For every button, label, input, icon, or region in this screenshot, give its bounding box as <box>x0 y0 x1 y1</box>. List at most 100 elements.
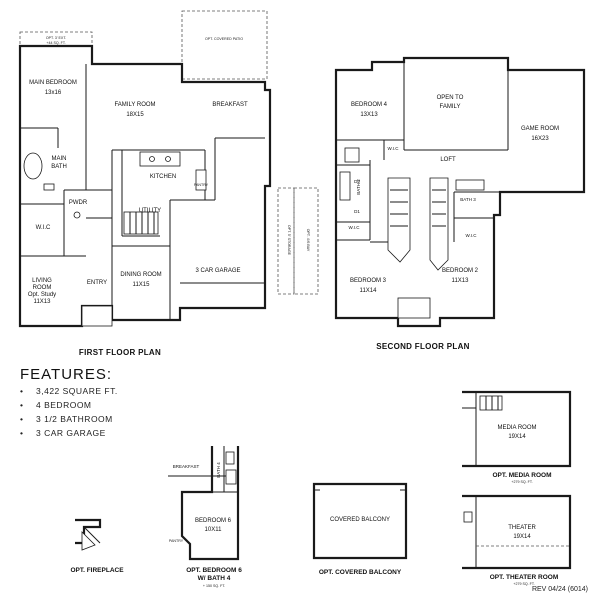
covered-balcony-label: COVERED BALCONY <box>330 517 390 523</box>
feature-item-text: 3 CAR GARAGE <box>36 428 106 438</box>
game-room-label: GAME ROOM <box>521 126 559 132</box>
second-floor-fixtures <box>339 147 485 319</box>
bath3-label: BATH 3 <box>460 197 476 202</box>
bedroom6-label: BEDROOM 6 <box>195 518 232 524</box>
theater-toilet-icon <box>463 511 473 523</box>
opt-ext-area: +44 SQ. FT. <box>46 41 65 45</box>
wic-label-a: W.I.C <box>388 146 400 151</box>
opt-media-room-caption: OPT. MEDIA ROOM <box>493 472 552 479</box>
dining-room-label: DINING ROOM <box>120 272 161 278</box>
d2-label: D2 <box>354 179 360 184</box>
opt-media-room-plan: MEDIA ROOM 19X14 OPT. MEDIA ROOM +279 SQ… <box>462 390 572 484</box>
entry-label: ENTRY <box>87 280 107 286</box>
staircase-icon <box>387 177 449 271</box>
first-floor-fixtures <box>23 151 207 327</box>
theater-label: THEATER <box>508 525 536 531</box>
vanity-icon <box>43 183 55 191</box>
bedroom2-label: BEDROOM 2 <box>442 268 479 274</box>
main-bath-label: MAIN <box>52 156 67 162</box>
pantry-label: PANTRY <box>194 183 209 187</box>
kitchen-label: KITCHEN <box>150 174 176 180</box>
features-heading: FEATURES: <box>20 366 113 383</box>
bath2-tub-icon <box>339 171 351 201</box>
feature-item-text: 4 BEDROOM <box>36 400 92 410</box>
bedroom6-pantry-label: PANTRY <box>169 539 184 543</box>
open-to-family-label-2: FAMILY <box>440 104 461 110</box>
bedroom3-size: 11X14 <box>360 288 378 294</box>
media-room-walls <box>462 390 572 468</box>
media-room-label: MEDIA ROOM <box>497 425 536 431</box>
bedroom4-label: BEDROOM 4 <box>351 102 388 108</box>
front-porch-icon <box>81 305 113 327</box>
opt-ext-label: OPT. 3' EXT. <box>46 36 66 40</box>
bedroom6-breakfast-label: BREAKFAST <box>173 464 200 469</box>
bath2-shower-icon <box>344 147 360 163</box>
powder-room-label: PWDR <box>69 200 88 206</box>
second-floor-title: SECOND FLOOR PLAN <box>376 342 470 351</box>
opt-bedroom6-caption-2: W/ BATH 4 <box>198 575 231 582</box>
bedroom4-size: 13X13 <box>360 112 378 118</box>
second-floor-interior-walls <box>336 58 509 243</box>
bedroom6-walls <box>180 446 240 561</box>
bath2-label: BATH 2 <box>356 179 361 195</box>
media-room-size: 19X14 <box>508 434 526 440</box>
feature-item-text: 3,422 SQUARE FT. <box>36 386 118 396</box>
opt-bedroom6-caption: OPT. BEDROOM 6 <box>186 567 242 574</box>
breakfast-label: BREAKFAST <box>212 102 248 108</box>
opt-bedroom6-area: + 150 SQ. FT. <box>203 584 225 588</box>
wic-label-b: W.I.C <box>349 225 361 230</box>
wic-label-c: W.I.C <box>466 233 478 238</box>
living-room-size: 11X13 <box>34 299 52 305</box>
bedroom3-label: BEDROOM 3 <box>350 278 387 284</box>
first-floor-interior-walls <box>20 64 265 320</box>
main-bedroom-size: 13x16 <box>45 90 62 96</box>
covered-patio-label: OPT. COVERED PATIO <box>205 37 243 41</box>
bath4-toilet-icon <box>225 451 235 465</box>
family-room-label: FAMILY ROOM <box>114 102 155 108</box>
dining-room-size: 11X15 <box>133 282 151 288</box>
opt-fireplace-plan: OPT. FIREPLACE <box>70 518 124 574</box>
family-room-size: 18X15 <box>126 112 144 118</box>
bath4-vanity-icon <box>225 469 237 485</box>
living-room-label: LIVING <box>32 278 52 284</box>
opt-covered-balcony-plan: COVERED BALCONY OPT. COVERED BALCONY <box>312 482 408 576</box>
theater-walls <box>462 494 572 570</box>
opt-theater-caption: OPT. THEATER ROOM <box>490 574 559 581</box>
feature-item-text: 3 1/2 BATHROOM <box>36 414 113 424</box>
first-floor-title: FIRST FLOOR PLAN <box>79 348 161 357</box>
living-room-label-2: ROOM <box>33 285 52 291</box>
opt-storage-label: OPT. 5' STORAGE <box>287 225 291 256</box>
covered-balcony-walls <box>312 482 408 560</box>
opt-bay-label: OPT. 4'/6 BAY <box>306 229 310 252</box>
garage-label: 3 CAR GARAGE <box>195 268 240 274</box>
opt-storage-outline <box>277 187 295 295</box>
opt-covered-patio-outline <box>181 10 268 80</box>
feature-item: •3 CAR GARAGE <box>20 428 106 438</box>
feature-item: •4 BEDROOM <box>20 400 92 410</box>
revision-label: REV 04/24 (6014) <box>531 586 588 593</box>
toilet-icon <box>73 211 81 219</box>
second-floor-plan: BEDROOM 4 13X13 OPEN TO FAMILY GAME ROOM… <box>334 56 586 351</box>
d1-label: D1 <box>354 209 360 214</box>
wic-label: W.I.C <box>36 225 51 231</box>
opt-media-room-area: +279 SQ. FT. <box>511 480 532 484</box>
opt-bay-outline <box>293 187 319 295</box>
loft-label: LOFT <box>440 157 456 163</box>
cooktop-icon <box>165 156 171 162</box>
media-stair-icon <box>479 395 503 411</box>
open-to-family-label: OPEN TO <box>437 95 464 101</box>
bath3-tub-icon <box>455 179 485 191</box>
bedroom6-size: 10X11 <box>205 527 223 533</box>
living-room-label-3: Opt. Study <box>28 292 56 298</box>
theater-size: 19X14 <box>513 534 531 540</box>
first-floor-plan: OPT. 3' EXT. +44 SQ. FT. OPT. COVERED PA… <box>18 10 319 357</box>
staircase-icon <box>123 211 159 235</box>
feature-item: •3,422 SQUARE FT. <box>20 386 118 396</box>
balcony-opening-icon <box>397 297 431 319</box>
opt-theater-area: +279 SQ. FT. <box>513 582 534 586</box>
opt-theater-plan: THEATER 19X14 OPT. THEATER ROOM +279 SQ.… <box>462 494 572 586</box>
game-room-size: 16X23 <box>531 136 549 142</box>
sink-icon <box>149 156 155 162</box>
fireplace-icon <box>81 531 96 551</box>
